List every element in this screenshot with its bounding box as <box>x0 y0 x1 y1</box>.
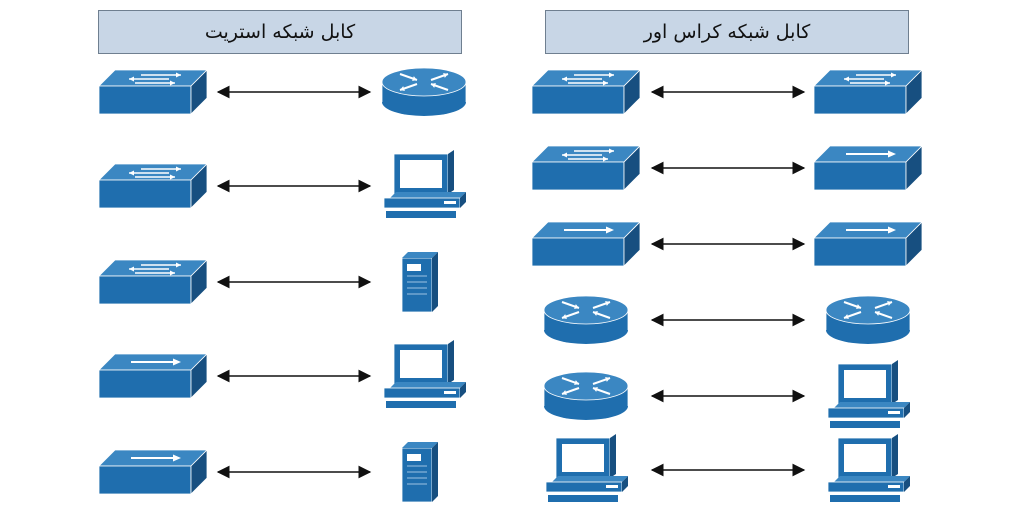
switch-icon <box>98 69 208 115</box>
router-icon <box>381 67 467 116</box>
hub-icon <box>531 221 641 267</box>
switch-icon <box>98 259 208 305</box>
crossover-cable-title: کابل شبکه کراس اور <box>545 10 909 54</box>
server-icon <box>401 252 438 313</box>
pc-icon <box>383 340 466 408</box>
pc-icon <box>383 150 466 218</box>
hub-icon <box>813 221 923 267</box>
pc-icon <box>827 360 910 428</box>
switch-icon <box>531 145 641 191</box>
hub-icon <box>98 449 208 495</box>
switch-icon <box>98 163 208 209</box>
router-icon <box>825 295 911 344</box>
pc-icon <box>545 434 628 502</box>
switch-icon <box>813 69 923 115</box>
hub-icon <box>98 353 208 399</box>
straight-cable-title: کابل شبکه استریت <box>98 10 462 54</box>
switch-icon <box>531 69 641 115</box>
pc-icon <box>827 434 910 502</box>
hub-icon <box>813 145 923 191</box>
router-icon <box>543 295 629 344</box>
server-icon <box>401 442 438 503</box>
router-icon <box>543 371 629 420</box>
